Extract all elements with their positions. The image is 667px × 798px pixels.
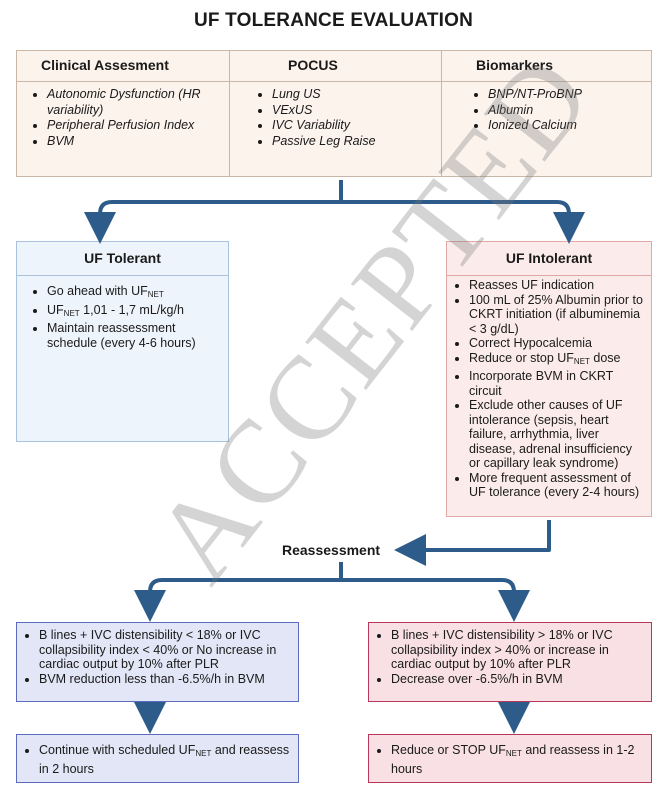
arrow-to-left-criteria <box>134 578 341 622</box>
list-item: More frequent assessment of UF tolerance… <box>469 471 645 500</box>
list-item: Continue with scheduled UFNET and reasse… <box>39 743 292 776</box>
assessment-header-row <box>17 51 651 82</box>
clinical-header: Clinical Assesment <box>41 57 169 73</box>
left-criteria-list: B lines + IVC distensibility < 18% or IV… <box>17 623 298 686</box>
list-item: Lung US <box>272 87 376 103</box>
clinical-list: Autonomic Dysfunction (HR variability) P… <box>31 87 229 149</box>
list-item: Autonomic Dysfunction (HR variability) <box>47 87 229 118</box>
arrow-to-intolerant <box>341 200 585 244</box>
list-item: Passive Leg Raise <box>272 134 376 150</box>
list-item: BVM <box>47 134 229 150</box>
list-item: B lines + IVC distensibility < 18% or IV… <box>39 628 292 672</box>
list-item: Decrease over -6.5%/h in BVM <box>391 672 645 687</box>
list-item: Peripheral Perfusion Index <box>47 118 229 134</box>
list-item: BVM reduction less than -6.5%/h in BVM <box>39 672 292 687</box>
uf-tolerant-box: UF Tolerant Go ahead with UFNET UFNET 1,… <box>16 241 229 442</box>
list-item: Exclude other causes of UF intolerance (… <box>469 398 645 471</box>
right-action-list: Reduce or STOP UFNET and reassess in 1-2… <box>369 735 651 776</box>
right-criteria-box: B lines + IVC distensibility > 18% or IV… <box>368 622 652 702</box>
biomarkers-column: Biomarkers BNP/NT-ProBNP Albumin Ionized… <box>441 51 652 176</box>
right-action-box: Reduce or STOP UFNET and reassess in 1-2… <box>368 734 652 783</box>
list-item: Correct Hypocalcemia <box>469 336 645 351</box>
list-item: Albumin <box>488 103 582 119</box>
list-item: Go ahead with UFNET <box>47 284 220 303</box>
list-item: Reduce or STOP UFNET and reassess in 1-2… <box>391 743 645 776</box>
list-item: Ionized Calcium <box>488 118 582 134</box>
page-title: UF TOLERANCE EVALUATION <box>193 10 474 31</box>
uf-tolerant-title: UF Tolerant <box>17 242 228 276</box>
assessment-table: Clinical Assesment Autonomic Dysfunction… <box>16 50 652 177</box>
list-item: IVC Variability <box>272 118 376 134</box>
list-item: Reduce or stop UFNET dose <box>469 351 645 370</box>
list-item: VExUS <box>272 103 376 119</box>
left-action-list: Continue with scheduled UFNET and reasse… <box>17 735 298 776</box>
right-criteria-list: B lines + IVC distensibility > 18% or IV… <box>369 623 651 686</box>
list-item: B lines + IVC distensibility > 18% or IV… <box>391 628 645 672</box>
pocus-column: POCUS Lung US VExUS IVC Variability Pass… <box>229 51 442 176</box>
list-item: Incorporate BVM in CKRT circuit <box>469 369 645 398</box>
pocus-list: Lung US VExUS IVC Variability Passive Le… <box>256 87 376 149</box>
biomarkers-header: Biomarkers <box>476 57 554 73</box>
list-item: 100 mL of 25% Albumin prior to CKRT init… <box>469 293 645 337</box>
uf-intolerant-list: Reasses UF indication 100 mL of 25% Albu… <box>447 276 651 500</box>
uf-tolerant-list: Go ahead with UFNET UFNET 1,01 - 1,7 mL/… <box>17 276 228 350</box>
arrow-intolerant-to-reassess <box>394 520 551 566</box>
left-criteria-box: B lines + IVC distensibility < 18% or IV… <box>16 622 299 702</box>
clinical-column: Clinical Assesment Autonomic Dysfunction… <box>17 51 229 176</box>
list-item: Reasses UF indication <box>469 278 645 293</box>
list-item: UFNET 1,01 - 1,7 mL/kg/h <box>47 303 220 322</box>
reassessment-label: Reassessment <box>282 542 381 558</box>
uf-intolerant-box: UF Intolerant Reasses UF indication 100 … <box>446 241 652 517</box>
pocus-header: POCUS <box>288 57 338 73</box>
arrow-to-right-criteria <box>341 578 530 622</box>
biomarkers-list: BNP/NT-ProBNP Albumin Ionized Calcium <box>472 87 582 134</box>
left-action-box: Continue with scheduled UFNET and reasse… <box>16 734 299 783</box>
arrow-to-tolerant <box>84 200 341 244</box>
list-item: BNP/NT-ProBNP <box>488 87 582 103</box>
uf-intolerant-title: UF Intolerant <box>447 242 651 276</box>
list-item: Maintain reassessment schedule (every 4-… <box>47 321 220 350</box>
